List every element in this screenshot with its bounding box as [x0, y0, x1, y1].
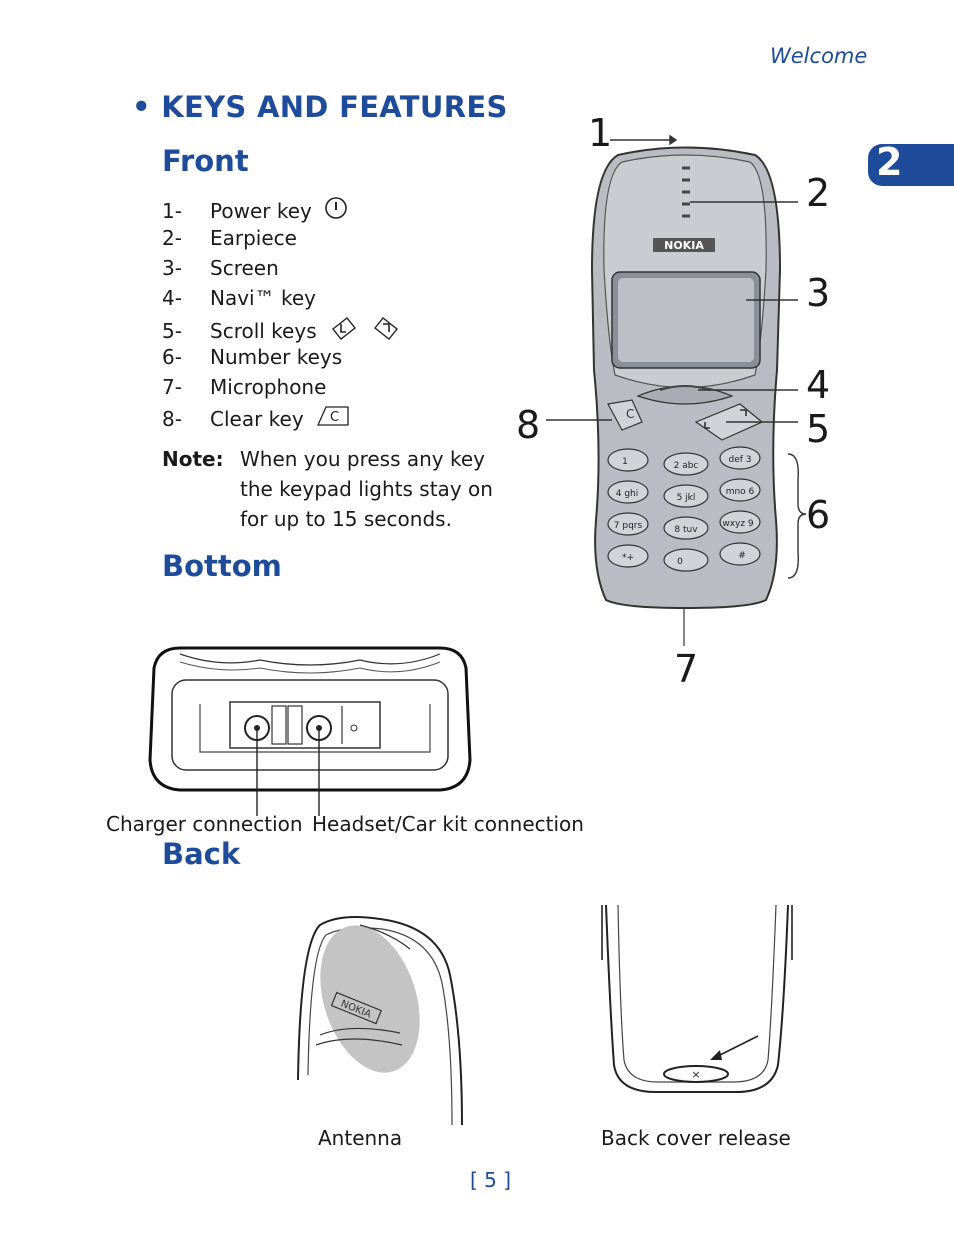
key-list-item: 7- Microphone: [162, 375, 326, 399]
key-label: Number keys: [210, 345, 342, 369]
phone-back-cover-illustration: ×: [596, 900, 796, 1100]
callout-7: 7: [674, 647, 698, 691]
scroll-right-icon: [371, 315, 401, 346]
key-label: Clear key: [210, 407, 304, 431]
front-heading: Front: [162, 144, 249, 178]
key-label: Screen: [210, 256, 279, 280]
callout-3: 3: [806, 271, 830, 315]
key-5: 5 jkl: [677, 493, 696, 503]
clear-key-icon: C: [316, 405, 350, 432]
key-8: 8 tuv: [674, 525, 698, 535]
key-label: Power key: [210, 199, 312, 223]
phone-front-illustration: NOKIA C 1 2 abc def 3 4 ghi 5 jkl mno 6 …: [500, 100, 850, 700]
back-heading: Back: [162, 837, 240, 871]
page-number: [ 5 ]: [470, 1168, 511, 1192]
note-label: Note:: [162, 447, 224, 471]
key-4: 4 ghi: [616, 489, 639, 499]
key-list-item: 8- Clear key C: [162, 405, 350, 432]
key-list-item: 1- Power key: [162, 196, 348, 225]
key-list-item: 2- Earpiece: [162, 226, 297, 250]
key-2: 2 abc: [674, 461, 699, 471]
charger-connection-label: Charger connection: [106, 812, 303, 836]
key-number: 6-: [162, 345, 210, 369]
phone-bottom-illustration: [140, 640, 480, 820]
key-number: 2-: [162, 226, 210, 250]
key-0: 0: [677, 557, 683, 567]
key-label: Navi™ key: [210, 286, 316, 310]
phone-back-antenna-illustration: NOKIA: [290, 905, 475, 1130]
key-list-item: 4- Navi™ key: [162, 286, 316, 310]
scroll-left-icon: [329, 315, 359, 346]
callout-1: 1: [588, 111, 612, 155]
key-9: wxyz 9: [722, 519, 754, 529]
callout-6: 6: [806, 493, 830, 537]
note-line: the keypad lights stay on: [240, 477, 493, 501]
callout-4: 4: [806, 363, 830, 407]
key-list-item: 6- Number keys: [162, 345, 342, 369]
section-title: • KEYS AND FEATURES: [132, 90, 508, 124]
clear-key-label: C: [626, 407, 634, 421]
callout-2: 2: [806, 171, 830, 215]
antenna-label: Antenna: [318, 1126, 402, 1150]
key-list-item: 5- Scroll keys: [162, 315, 401, 346]
nokia-logo-text: NOKIA: [664, 239, 704, 252]
key-label: Microphone: [210, 375, 326, 399]
running-header: Welcome: [770, 44, 867, 68]
svg-text:×: ×: [691, 1068, 700, 1081]
key-3: def 3: [728, 455, 751, 465]
bottom-heading: Bottom: [162, 549, 282, 583]
key-number: 5-: [162, 319, 210, 343]
key-list-item: 3- Screen: [162, 256, 279, 280]
key-1: 1: [622, 457, 628, 467]
key-hash: #: [738, 551, 746, 561]
key-number: 1-: [162, 199, 210, 223]
key-number: 8-: [162, 407, 210, 431]
key-number: 4-: [162, 286, 210, 310]
key-number: 3-: [162, 256, 210, 280]
headset-connection-label: Headset/Car kit connection: [312, 812, 584, 836]
key-6: mno 6: [726, 487, 755, 497]
back-cover-release-label: Back cover release: [601, 1126, 791, 1150]
note-line: for up to 15 seconds.: [240, 507, 452, 531]
key-label: Earpiece: [210, 226, 297, 250]
clear-key-glyph: C: [330, 410, 339, 425]
key-number: 7-: [162, 375, 210, 399]
note-line: When you press any key: [240, 447, 485, 471]
chapter-number: 2: [876, 140, 902, 184]
callout-5: 5: [806, 407, 830, 451]
callout-6-bracket: [788, 454, 806, 578]
callout-8: 8: [516, 403, 540, 447]
power-icon: [324, 196, 348, 225]
key-star: *+: [622, 553, 634, 563]
key-7: 7 pqrs: [614, 521, 643, 531]
key-label: Scroll keys: [210, 319, 317, 343]
phone-screen: [618, 278, 754, 362]
